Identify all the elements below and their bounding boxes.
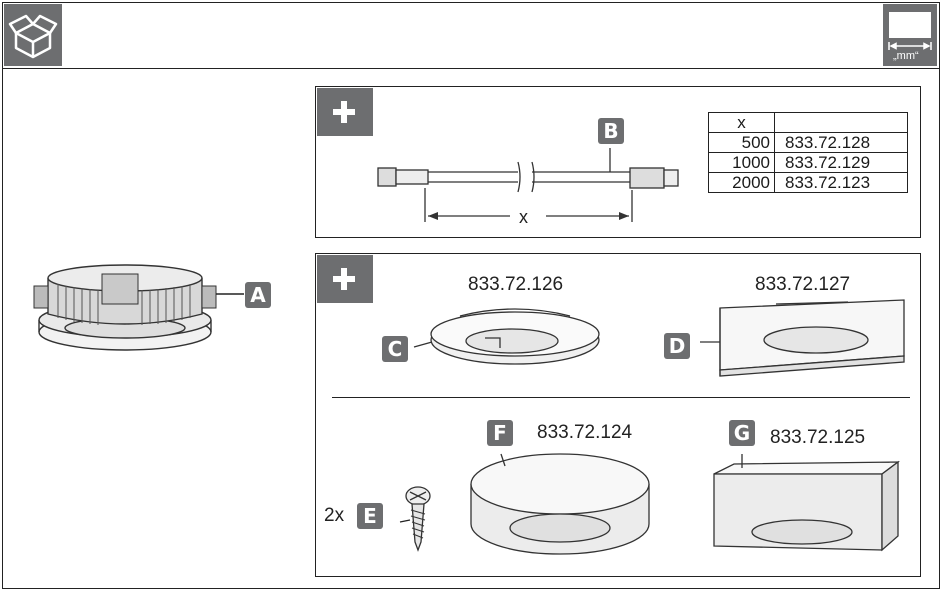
table-cell-code: 833.72.128 bbox=[774, 132, 908, 153]
round-housing-drawing bbox=[470, 453, 650, 555]
square-trim-drawing bbox=[700, 299, 905, 377]
table-header-x: x bbox=[708, 112, 775, 133]
square-housing-drawing bbox=[713, 454, 900, 552]
length-table: x 500 833.72.128 1000 833.72.129 2000 83… bbox=[708, 112, 908, 193]
driver-unit-drawing bbox=[33, 264, 244, 351]
plus-icon bbox=[317, 255, 373, 303]
table-header-empty bbox=[774, 112, 908, 133]
dimension-ruler-icon bbox=[883, 4, 937, 66]
cable-length-label: x bbox=[519, 207, 528, 227]
header-divider bbox=[2, 68, 940, 69]
table-header-row: x bbox=[708, 112, 908, 133]
part-badge-b: B bbox=[598, 118, 624, 144]
round-trim-drawing bbox=[413, 308, 600, 365]
part-code-f: 833.72.124 bbox=[537, 422, 633, 443]
part-code-g: 833.72.125 bbox=[770, 427, 866, 448]
part-badge-c: C bbox=[382, 336, 408, 362]
part-badge-a: A bbox=[245, 282, 271, 308]
table-row: 1000 833.72.129 bbox=[708, 152, 908, 173]
table-cell-code: 833.72.129 bbox=[774, 152, 908, 173]
table-cell-length: 2000 bbox=[708, 172, 775, 193]
part-badge-e: E bbox=[357, 503, 383, 529]
cable-drawing bbox=[377, 148, 679, 222]
table-row: 2000 833.72.123 bbox=[708, 172, 908, 193]
part-badge-g: G bbox=[729, 420, 755, 446]
table-cell-length: 500 bbox=[708, 132, 775, 153]
table-row: 500 833.72.128 bbox=[708, 132, 908, 153]
plus-icon bbox=[317, 88, 373, 136]
panel-divider bbox=[332, 397, 910, 398]
package-box-icon bbox=[4, 4, 62, 66]
unit-label: „mm“ bbox=[893, 50, 919, 62]
table-cell-code: 833.72.123 bbox=[774, 172, 908, 193]
part-code-c: 833.72.126 bbox=[468, 274, 564, 295]
part-code-d: 833.72.127 bbox=[755, 274, 851, 295]
table-cell-length: 1000 bbox=[708, 152, 775, 173]
screw-quantity: 2x bbox=[324, 505, 345, 526]
part-badge-f: F bbox=[487, 420, 513, 446]
screw-drawing bbox=[399, 486, 431, 552]
part-badge-d: D bbox=[664, 333, 690, 359]
